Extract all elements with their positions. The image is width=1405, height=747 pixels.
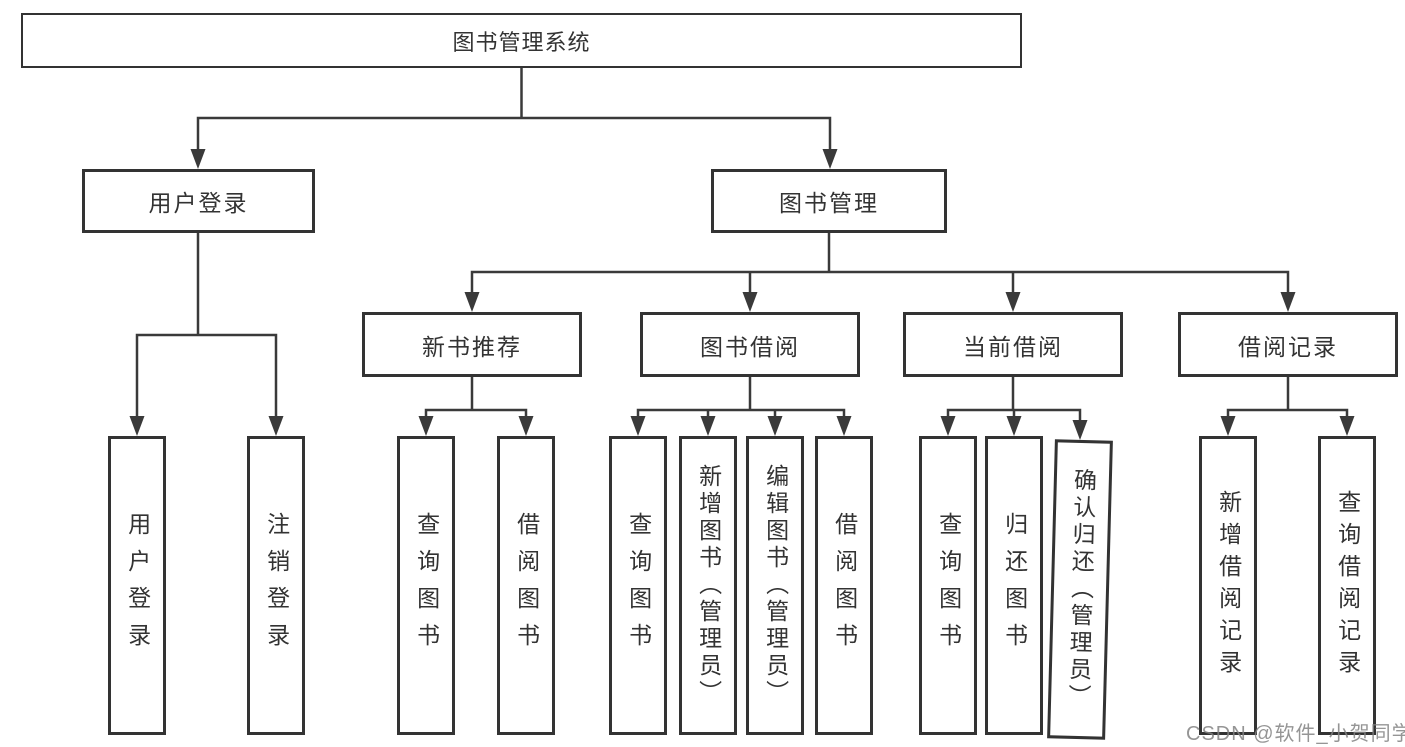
node-current-borrowing-label: 当前借阅 [963, 333, 1063, 360]
leaf-edit-book-admin: 编辑图书（管理员） [746, 436, 804, 735]
leaf-query-books-3: 查询图书 [919, 436, 977, 735]
node-new-book-recommend-label: 新书推荐 [422, 333, 522, 360]
leaf-logout-label: 注销登录 [263, 511, 290, 660]
leaf-query-books-2-label: 查询图书 [625, 511, 652, 660]
node-borrowing-records-label: 借阅记录 [1238, 333, 1338, 360]
arrowheads [129, 149, 1355, 440]
leaf-user-login: 用户登录 [108, 436, 166, 735]
node-user-login: 用户登录 [82, 169, 315, 233]
leaf-add-borrow-record: 新增借阅记录 [1199, 436, 1257, 735]
leaf-logout: 注销登录 [247, 436, 305, 735]
leaf-query-borrow-record: 查询借阅记录 [1318, 436, 1376, 735]
node-library-system: 图书管理系统 [21, 13, 1022, 68]
node-book-management: 图书管理 [711, 169, 947, 233]
node-user-login-label: 用户登录 [148, 190, 249, 216]
leaf-query-books-3-label: 查询图书 [935, 511, 962, 660]
leaf-edit-book-admin-label: 编辑图书（管理员） [762, 464, 789, 707]
leaf-query-books-2: 查询图书 [609, 436, 667, 735]
node-borrowing-records: 借阅记录 [1178, 312, 1398, 377]
leaf-confirm-return-admin: 确认归还（管理员） [1047, 439, 1113, 740]
leaf-user-login-label: 用户登录 [124, 511, 151, 660]
node-book-borrowing-label: 图书借阅 [700, 333, 800, 360]
leaf-return-book: 归还图书 [985, 436, 1043, 735]
leaf-return-book-label: 归还图书 [1001, 511, 1028, 660]
leaf-query-books-1-label: 查询图书 [413, 511, 440, 660]
leaf-query-borrow-record-label: 查询借阅记录 [1334, 489, 1361, 682]
leaf-borrow-books-1: 借阅图书 [497, 436, 555, 735]
node-book-borrowing: 图书借阅 [640, 312, 860, 377]
leaf-borrow-books-2-label: 借阅图书 [831, 511, 858, 660]
node-library-system-label: 图书管理系统 [452, 29, 591, 55]
leaf-borrow-books-1-label: 借阅图书 [513, 511, 540, 660]
leaf-confirm-return-admin-label: 确认归还（管理员） [1064, 467, 1097, 712]
leaf-add-book-admin: 新增图书（管理员） [679, 436, 737, 735]
node-new-book-recommend: 新书推荐 [362, 312, 582, 377]
leaf-query-books-1: 查询图书 [397, 436, 455, 735]
leaf-add-book-admin-label: 新增图书（管理员） [695, 464, 722, 707]
csdn-watermark: CSDN @软件_小贺同学 [1186, 723, 1405, 745]
leaf-borrow-books-2: 借阅图书 [815, 436, 873, 735]
node-current-borrowing: 当前借阅 [903, 312, 1123, 377]
node-book-management-label: 图书管理 [779, 190, 879, 216]
leaf-add-borrow-record-label: 新增借阅记录 [1215, 489, 1242, 682]
